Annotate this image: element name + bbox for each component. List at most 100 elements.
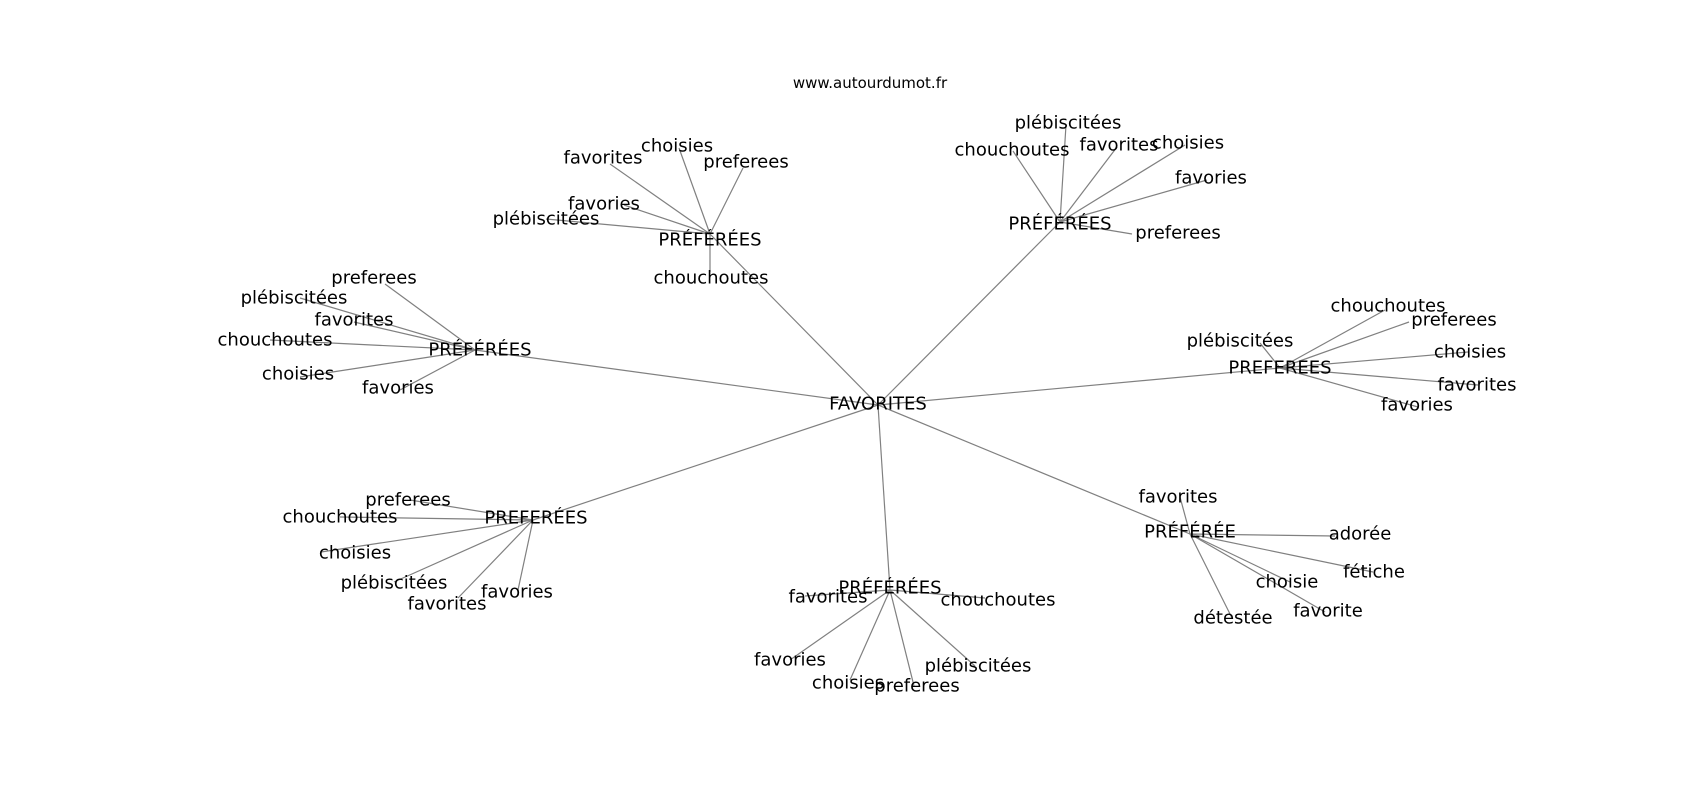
leaf-node: favories	[1175, 168, 1247, 189]
leaf-node: preferees	[874, 676, 959, 697]
edge-cluster-to-leaf	[1279, 321, 1410, 369]
edge-cluster-to-leaf	[609, 163, 711, 235]
leaf-node: choisies	[319, 543, 391, 564]
leaf-node: favories	[754, 650, 826, 671]
root-node: FAVORITES	[829, 394, 927, 415]
graph-edges	[269, 124, 1479, 687]
edge-cluster-to-leaf	[889, 589, 976, 667]
edge-cluster-to-leaf	[1189, 533, 1336, 537]
leaf-node: plébiscitées	[493, 209, 600, 230]
edge-cluster-to-leaf	[789, 589, 891, 661]
leaf-node: plébiscitées	[1187, 331, 1294, 352]
edge-cluster-to-leaf	[409, 499, 534, 521]
edge-cluster-to-leaf	[678, 147, 711, 235]
edge-root-to-cluster	[877, 367, 1281, 406]
edge-cluster-to-leaf	[353, 321, 476, 351]
leaf-node: favorites	[408, 594, 487, 615]
edge-cluster-to-leaf	[384, 283, 476, 351]
leaf-node: preferees	[365, 490, 450, 511]
edge-cluster-to-leaf	[623, 204, 711, 235]
leaf-node: chouchoutes	[283, 507, 398, 528]
leaf-node: favorites	[1139, 487, 1218, 508]
leaf-node: favorites	[789, 587, 868, 608]
leaf-node: favories	[481, 582, 553, 603]
edge-cluster-to-leaf	[849, 589, 891, 681]
edge-cluster-to-leaf	[1189, 533, 1233, 619]
leaf-node: preferees	[1411, 310, 1496, 331]
leaf-node: preferees	[331, 268, 416, 289]
leaf-node: favorites	[315, 310, 394, 331]
edge-cluster-to-leaf	[399, 349, 476, 391]
leaf-node: détestée	[1193, 608, 1272, 629]
leaf-node: preferees	[1135, 223, 1220, 244]
leaf-node: chouchoutes	[955, 140, 1070, 161]
cluster-node: PRÉFÉRÉES	[658, 229, 761, 251]
leaf-node: choisies	[262, 364, 334, 385]
edge-cluster-to-leaf	[299, 297, 476, 351]
edge-cluster-to-leaf	[1059, 146, 1118, 223]
edge-cluster-to-leaf	[393, 519, 534, 583]
edge-cluster-to-leaf	[1179, 496, 1191, 535]
edge-cluster-to-leaf	[299, 349, 476, 378]
leaf-node: plébiscitées	[341, 573, 448, 594]
edge-cluster-to-leaf	[1059, 124, 1067, 223]
leaf-node: plébiscitées	[1015, 113, 1122, 134]
edge-cluster-to-leaf	[889, 589, 915, 687]
edge-cluster-to-leaf	[804, 589, 891, 597]
leaf-node: favorite	[1293, 601, 1363, 622]
edge-root-to-cluster	[877, 221, 1061, 406]
edge-root-to-cluster	[532, 404, 879, 521]
leaf-node: choisies	[1152, 133, 1224, 154]
edge-cluster-to-leaf	[339, 516, 534, 521]
leaf-node: fétiche	[1343, 562, 1405, 583]
cluster-node: PRÉFÉRÉES	[1008, 213, 1111, 235]
leaf-node: preferees	[703, 152, 788, 173]
leaf-node: chouchoutes	[1331, 296, 1446, 317]
cluster-node: PRÉFÉRÉES	[428, 339, 531, 361]
leaf-node: choisies	[1434, 342, 1506, 363]
leaf-node: favories	[568, 194, 640, 215]
graph-nodes: FAVORITESPRÉFÉRÉESfavoriteschoisiesprefe…	[218, 113, 1517, 697]
edge-cluster-to-leaf	[1279, 367, 1479, 386]
edge-cluster-to-leaf	[889, 589, 986, 599]
edge-root-to-cluster	[877, 404, 891, 591]
edge-cluster-to-leaf	[545, 218, 711, 235]
edge-root-to-cluster	[474, 349, 879, 406]
edge-cluster-to-leaf	[1059, 221, 1133, 235]
edge-cluster-to-leaf	[1279, 309, 1386, 369]
leaf-node: chouchoutes	[218, 330, 333, 351]
leaf-node: choisies	[641, 136, 713, 157]
edge-cluster-to-leaf	[517, 519, 534, 591]
leaf-node: favories	[362, 378, 434, 399]
leaf-node: choisies	[812, 673, 884, 694]
edge-cluster-to-leaf	[1279, 367, 1419, 408]
leaf-node: choisie	[1256, 572, 1319, 593]
leaf-node: chouchoutes	[654, 268, 769, 289]
edge-cluster-to-leaf	[1059, 179, 1208, 223]
leaf-node: favories	[1381, 395, 1453, 416]
edge-cluster-to-leaf	[1279, 351, 1469, 369]
cluster-node: PRÉFÉRÉES	[838, 577, 941, 599]
edge-cluster-to-leaf	[1012, 150, 1061, 223]
leaf-node: adorée	[1329, 524, 1392, 545]
cluster-node: PREFEREES	[1228, 358, 1331, 379]
left-clip	[0, 0, 213, 800]
edge-root-to-cluster	[709, 233, 879, 406]
leaf-node: plébiscitées	[925, 656, 1032, 677]
leaf-node: chouchoutes	[941, 590, 1056, 611]
edge-cluster-to-leaf	[1189, 533, 1374, 573]
edge-cluster-to-leaf	[1189, 533, 1326, 613]
leaf-node: plébiscitées	[241, 288, 348, 309]
edge-cluster-to-leaf	[269, 339, 476, 351]
edge-cluster-to-leaf	[320, 519, 534, 553]
leaf-node: favorites	[1080, 135, 1159, 156]
cluster-node: PRÉFÉRÉE	[1144, 521, 1236, 543]
edge-cluster-to-leaf	[1059, 144, 1186, 223]
edge-cluster-to-leaf	[1189, 533, 1291, 583]
edge-cluster-to-leaf	[457, 519, 534, 599]
cluster-node: PREFERÉES	[484, 507, 587, 529]
source-caption: www.autourdumot.fr	[793, 74, 948, 92]
edge-cluster-to-leaf	[709, 167, 744, 235]
leaf-node: favorites	[564, 148, 643, 169]
